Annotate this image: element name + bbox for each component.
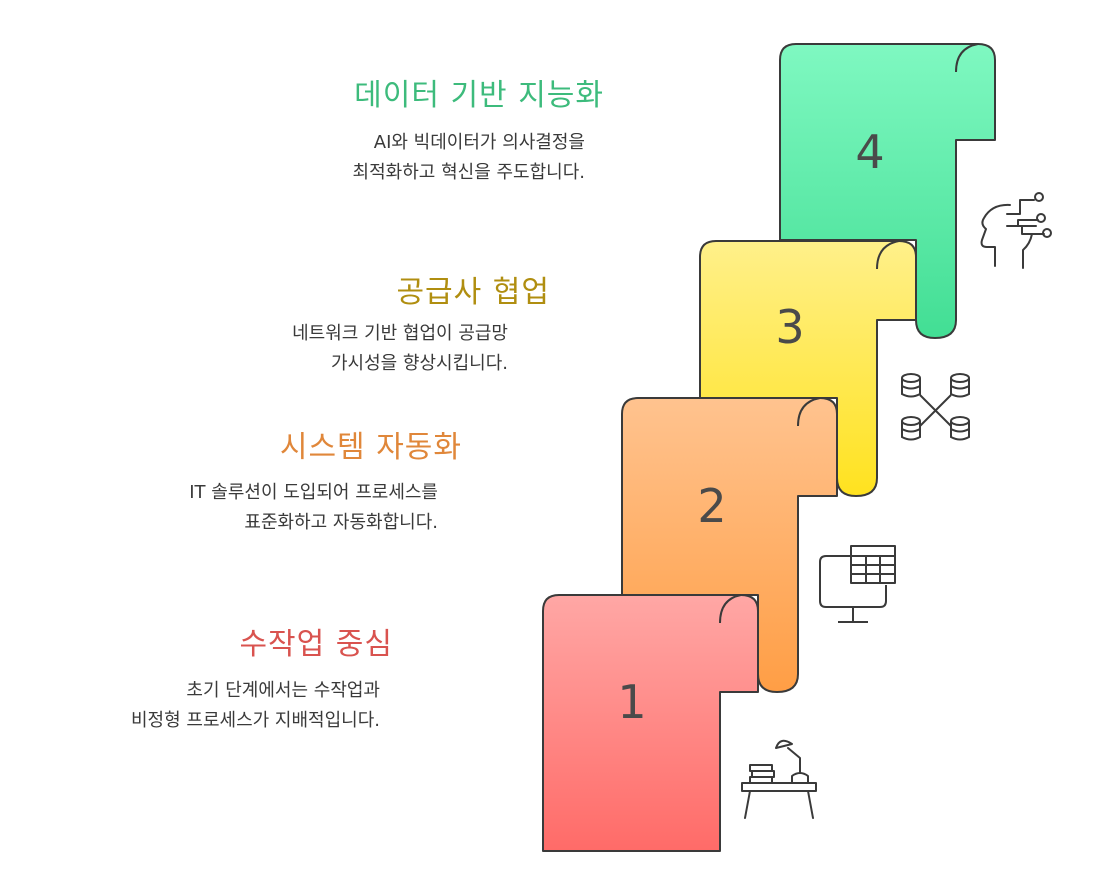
step-4-number: 4 bbox=[855, 125, 884, 179]
step-2-description: IT 솔루션이 도입되어 프로세스를 표준화하고 자동화합니다. bbox=[189, 478, 438, 538]
database-network-icon bbox=[901, 373, 970, 441]
step-2-title: 시스템 자동화 bbox=[279, 430, 462, 465]
step-1-scroll: 1 bbox=[542, 594, 759, 852]
step-1-description-line-2: 비정형 프로세스가 지배적입니다. bbox=[130, 710, 380, 731]
step-4-description: AI와 빅데이터가 의사결정을 최적화하고 혁신을 주도합니다. bbox=[353, 128, 585, 188]
step-3-description-line-2: 가시성을 향상시킵니다. bbox=[330, 353, 508, 374]
step-4-title: 데이터 기반 지능화 bbox=[354, 78, 604, 113]
step-3-description: 네트워크 기반 협업이 공급망 가시성을 향상시킵니다. bbox=[292, 319, 508, 379]
step-1-description-line-1: 초기 단계에서는 수작업과 bbox=[186, 680, 380, 701]
step-1-description: 초기 단계에서는 수작업과 비정형 프로세스가 지배적입니다. bbox=[131, 676, 380, 736]
step-3-title: 공급사 협업 bbox=[396, 275, 550, 310]
step-4-description-line-2: 최적화하고 혁신을 주도합니다. bbox=[352, 162, 585, 183]
step-4-scroll: 4 bbox=[779, 43, 996, 339]
ai-head-circuit-icon bbox=[980, 192, 1052, 269]
step-4-description-line-1: AI와 빅데이터가 의사결정을 bbox=[373, 132, 585, 153]
step-2-description-line-2: 표준화하고 자동화합니다. bbox=[244, 512, 438, 533]
step-2-description-line-1: IT 솔루션이 도입되어 프로세스를 bbox=[189, 482, 438, 503]
step-1-number: 1 bbox=[617, 675, 646, 729]
computer-table-icon bbox=[819, 545, 896, 623]
desk-lamp-books-icon bbox=[741, 739, 817, 819]
step-3-scroll: 3 bbox=[699, 240, 917, 497]
step-1-title: 수작업 중심 bbox=[239, 627, 393, 662]
step-3-description-line-1: 네트워크 기반 협업이 공급망 bbox=[292, 323, 508, 344]
step-2-number: 2 bbox=[697, 479, 726, 533]
step-3-number: 3 bbox=[775, 300, 804, 354]
step-2-scroll: 2 bbox=[621, 397, 838, 693]
